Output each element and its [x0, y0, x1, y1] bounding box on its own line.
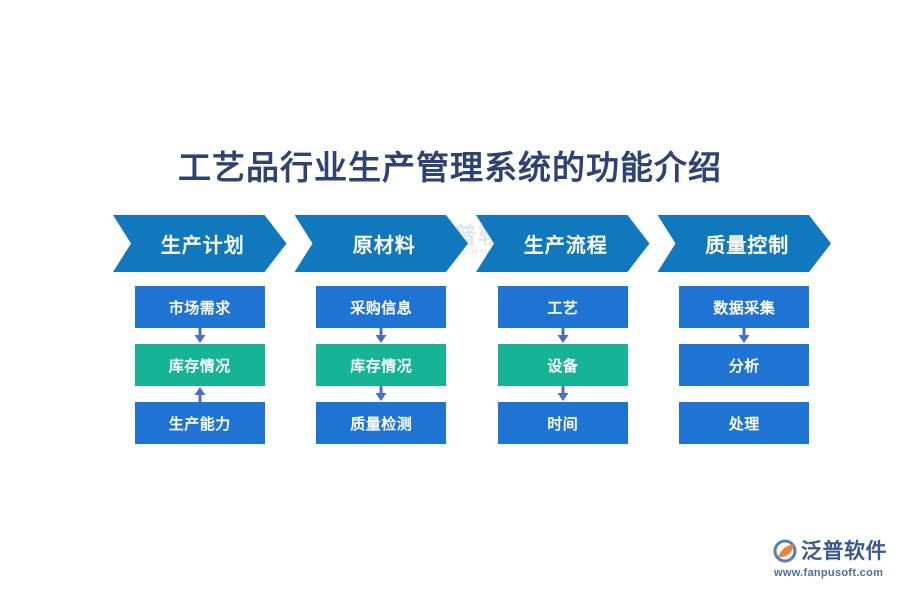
node-1-3[interactable]: 生产能力 [134, 402, 265, 444]
stage-chevron-3[interactable]: 生产流程 [476, 215, 650, 272]
arrow-down-icon [738, 328, 750, 343]
node-2-3[interactable]: 质量检测 [316, 402, 447, 444]
node-columns: 市场需求 库存情况 生产能力 采购信息 [113, 286, 831, 444]
node-1-1[interactable]: 市场需求 [134, 286, 265, 328]
node-4-1[interactable]: 数据采集 [679, 286, 810, 328]
node-4-2[interactable]: 分析 [679, 344, 810, 386]
brand-logo: 泛普软件 www.fanpusoft.com [772, 538, 890, 584]
stage-chevron-4[interactable]: 质量控制 [658, 215, 832, 272]
arrow-up-icon [194, 387, 206, 402]
connector-1-2 [135, 386, 265, 402]
arrow-down-icon [375, 328, 387, 343]
stage-chevron-1[interactable]: 生产计划 [113, 215, 287, 272]
node-3-1[interactable]: 工艺 [497, 286, 628, 328]
connector-4-2 [679, 386, 809, 402]
fanpu-logo-icon [773, 539, 797, 563]
node-1-2[interactable]: 库存情况 [134, 344, 265, 386]
stage-label-1: 生产计划 [160, 235, 245, 257]
node-2-1[interactable]: 采购信息 [316, 286, 447, 328]
node-column-1: 市场需求 库存情况 生产能力 [113, 286, 287, 444]
brand-url: www.fanpusoft.com [774, 567, 884, 579]
stage-label-3: 生产流程 [523, 235, 608, 257]
brand-top: 泛普软件 [772, 538, 887, 564]
connector-2-1 [316, 328, 446, 344]
arrow-down-icon [194, 328, 206, 343]
arrow-down-icon [375, 386, 387, 401]
node-3-2[interactable]: 设备 [497, 344, 628, 386]
stage-chevron-2[interactable]: 原材料 [295, 215, 469, 272]
stage-label-4: 质量控制 [705, 235, 790, 257]
node-2-2[interactable]: 库存情况 [316, 344, 447, 386]
node-column-4: 数据采集 分析 处理 [658, 286, 832, 444]
brand-name: 泛普软件 [801, 539, 887, 563]
node-column-2: 采购信息 库存情况 质量检测 [295, 286, 469, 444]
stage-label-2: 原材料 [352, 235, 416, 257]
arrow-down-icon [557, 386, 569, 401]
stage-row: 生产计划 原材料 生产流程 质量控制 [113, 215, 831, 272]
node-4-3[interactable]: 处理 [679, 402, 810, 444]
arrow-down-icon [557, 328, 569, 343]
connector-2-2 [316, 386, 446, 402]
connector-3-1 [498, 328, 628, 344]
connector-3-2 [498, 386, 628, 402]
page-title: 工艺品行业生产管理系统的功能介绍 [178, 149, 722, 186]
node-3-3[interactable]: 时间 [497, 402, 628, 444]
connector-1-1 [135, 328, 265, 344]
connector-4-1 [679, 328, 809, 344]
node-column-3: 工艺 设备 时间 [476, 286, 650, 444]
